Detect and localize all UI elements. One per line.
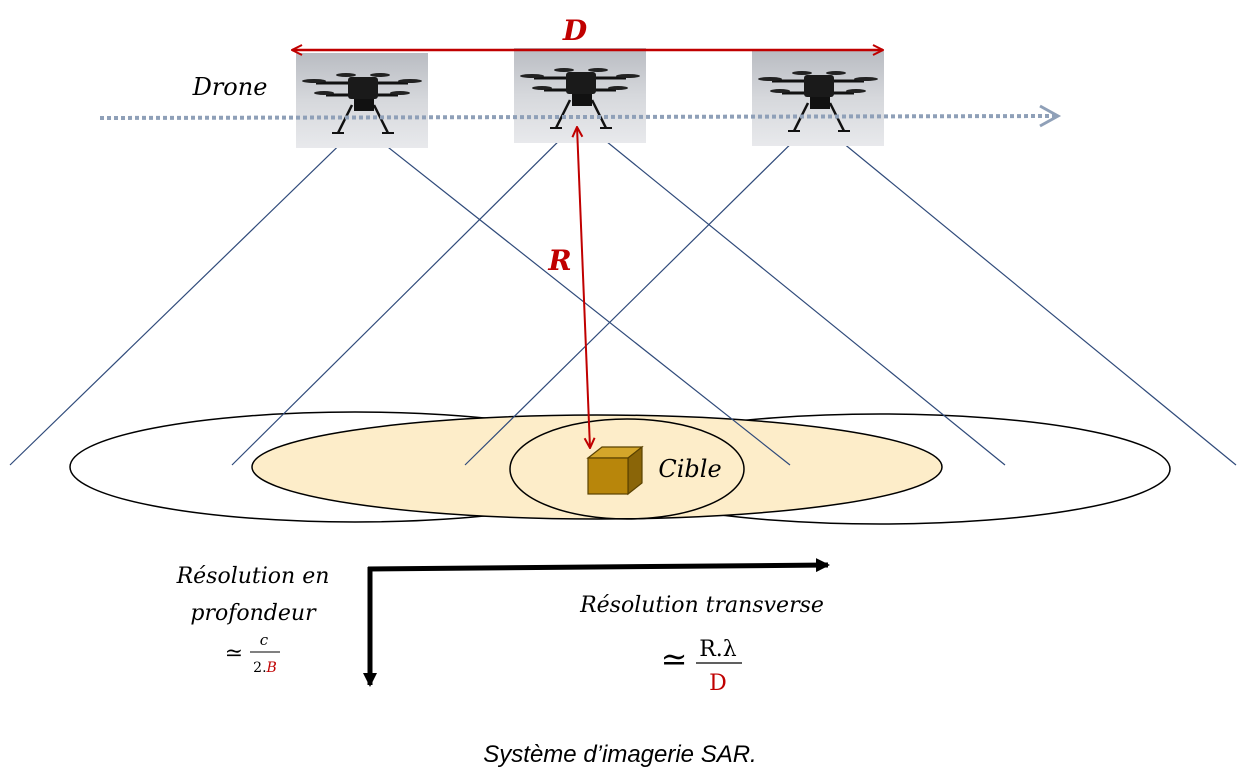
range-label: R	[547, 244, 571, 277]
depth-denominator-variable: B	[266, 660, 277, 676]
distance-label: D	[562, 14, 588, 47]
drone-label: Drone	[192, 73, 268, 101]
drone-icon	[512, 46, 648, 145]
depth-numerator: c	[260, 631, 269, 649]
depth-denominator: 2.B	[253, 660, 277, 676]
transverse-numerator: R.λ	[699, 637, 737, 662]
transverse-approx-symbol: ≃	[661, 640, 688, 678]
transverse-denominator: D	[709, 671, 727, 696]
depth-approx-symbol: ≃	[225, 641, 243, 666]
flight-path	[99, 114, 1056, 120]
cube-icon	[586, 445, 644, 496]
depth-resolution-label-line2: profondeur	[190, 601, 317, 626]
figure-caption: Système d’imagerie SAR.	[483, 741, 756, 768]
footprint-intersection	[509, 418, 745, 520]
drone-icon	[750, 49, 886, 148]
depth-resolution-label-line1: Résolution en	[176, 564, 330, 589]
target-label: Cible	[658, 455, 721, 483]
transverse-axis-arrow	[367, 558, 830, 573]
beam-lines	[9, 119, 1237, 466]
transverse-resolution-label: Résolution transverse	[579, 593, 824, 618]
flight-path-arrowhead	[1039, 104, 1062, 128]
depth-denominator-prefix: 2.	[253, 660, 266, 676]
range-arrow	[577, 127, 590, 448]
drone-icon	[294, 51, 430, 150]
